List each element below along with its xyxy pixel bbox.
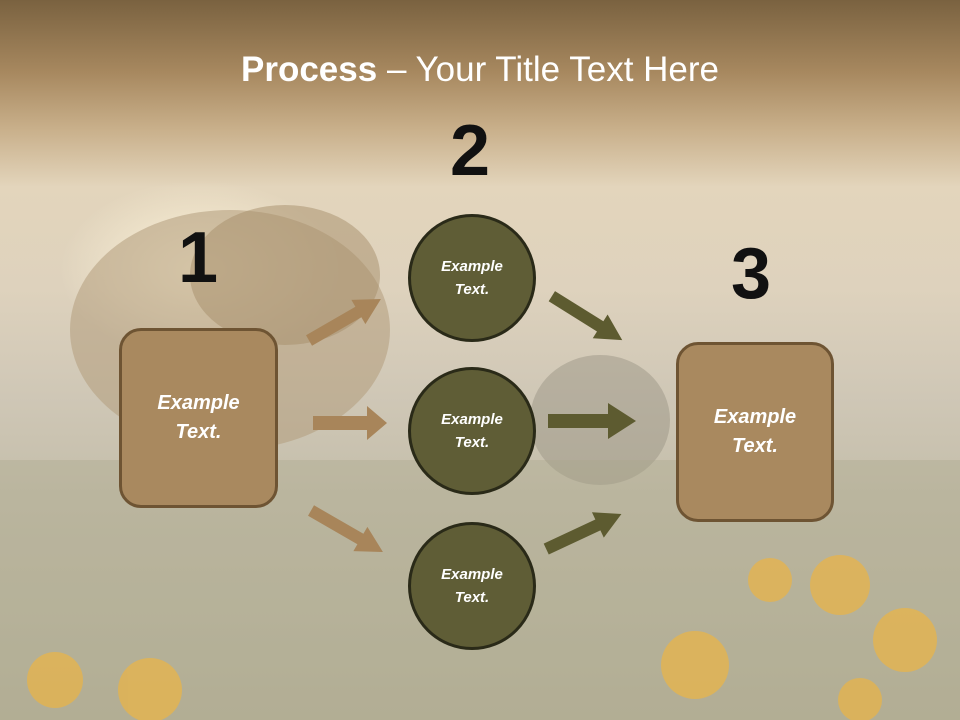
title-rest: Your Title Text Here xyxy=(415,50,720,89)
arrow-right-mid xyxy=(548,403,636,439)
arrow-left-mid xyxy=(313,406,387,440)
left-arrows xyxy=(306,299,387,552)
left-step-box: Example Text. xyxy=(119,328,278,508)
circle-bottom-text: Example Text. xyxy=(441,566,503,606)
title-bold: Process xyxy=(241,50,378,89)
step-number-2: 2 xyxy=(450,111,491,191)
circle-middle-text: Example Text. xyxy=(441,411,503,451)
arrow-right-down xyxy=(543,512,622,555)
flowers xyxy=(27,555,937,720)
slide-title: Process – Your Title Text Here xyxy=(0,50,960,90)
right-step-text: Example Text. xyxy=(713,406,797,457)
straw-hat-crown xyxy=(190,205,380,345)
right-step-box: Example Text. xyxy=(676,342,834,522)
circle-step-middle: Example Text. xyxy=(408,367,536,495)
left-step-text: Example Text. xyxy=(157,392,240,443)
arrow-left-up xyxy=(306,299,381,346)
step-number-1: 1 xyxy=(178,218,219,298)
title-dash: – xyxy=(377,50,416,89)
circle-top-text: Example Text. xyxy=(441,258,503,298)
step-number-3: 3 xyxy=(731,234,772,314)
circle-step-bottom: Example Text. xyxy=(408,522,536,650)
arrow-right-up xyxy=(548,291,623,341)
arrow-left-down xyxy=(308,505,383,552)
circle-step-top: Example Text. xyxy=(408,214,536,342)
right-arrows xyxy=(543,291,636,555)
